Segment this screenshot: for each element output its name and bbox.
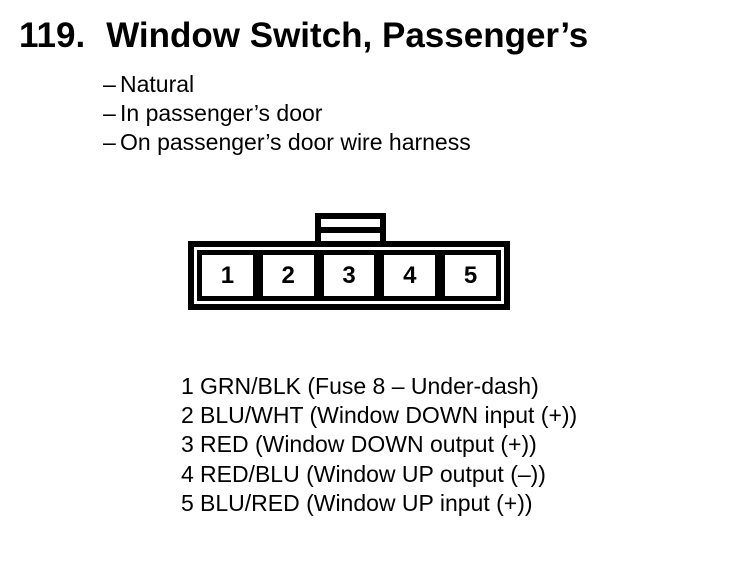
detail-item-color: – Natural bbox=[103, 70, 471, 99]
pin-number: 4 bbox=[181, 460, 194, 487]
pin-description: BLU/WHT (Window DOWN input (+)) bbox=[200, 402, 578, 429]
pinout-row: 1 GRN/BLK (Fuse 8 – Under-dash) bbox=[181, 372, 577, 401]
detail-text: In passenger’s door bbox=[120, 100, 323, 126]
connector-diagram: 1 2 3 4 5 bbox=[188, 213, 510, 310]
pin-cell-label: 4 bbox=[403, 261, 417, 289]
pinout-row: 4 RED/BLU (Window UP output (–)) bbox=[181, 460, 577, 489]
pin-number: 3 bbox=[181, 431, 194, 458]
connector-body: 1 2 3 4 5 bbox=[188, 241, 510, 310]
pinout-row: 5 BLU/RED (Window UP input (+)) bbox=[181, 489, 577, 518]
pinout-row: 3 RED (Window DOWN output (+)) bbox=[181, 430, 577, 459]
pin-cell-5: 5 bbox=[440, 250, 501, 301]
detail-item-harness: – On passenger’s door wire harness bbox=[103, 128, 471, 157]
pin-description: BLU/RED (Window UP input (+)) bbox=[200, 489, 533, 516]
pin-cell-2: 2 bbox=[257, 250, 319, 301]
latch-bar bbox=[321, 227, 380, 233]
pin-number: 5 bbox=[181, 489, 194, 516]
detail-list: – Natural – In passenger’s door – On pas… bbox=[103, 70, 471, 157]
detail-item-location: – In passenger’s door bbox=[103, 99, 471, 128]
dash-bullet: – bbox=[103, 100, 116, 126]
pin-cell-label: 2 bbox=[281, 261, 295, 289]
dash-bullet: – bbox=[103, 71, 116, 97]
pin-number: 2 bbox=[181, 402, 194, 429]
pin-cell-4: 4 bbox=[379, 250, 441, 301]
pin-cell-label: 3 bbox=[342, 261, 356, 289]
pin-cell-label: 5 bbox=[463, 261, 478, 289]
pin-cell-1: 1 bbox=[197, 250, 258, 301]
section-number: 119. bbox=[19, 16, 86, 55]
dash-bullet: – bbox=[103, 129, 116, 155]
pinout-row: 2 BLU/WHT (Window DOWN input (+)) bbox=[181, 401, 577, 430]
detail-text: Natural bbox=[120, 71, 195, 97]
latch-slot bbox=[321, 219, 380, 227]
pin-description: RED/BLU (Window UP output (–)) bbox=[200, 460, 546, 487]
pin-cell-3: 3 bbox=[318, 250, 380, 301]
pin-number: 1 bbox=[181, 373, 194, 399]
section-title-text: Window Switch, Passenger’s bbox=[106, 16, 589, 55]
pinout-list: 1 GRN/BLK (Fuse 8 – Under-dash) 2 BLU/WH… bbox=[181, 372, 577, 518]
pin-cell-label: 1 bbox=[220, 261, 235, 289]
page-title: 119. Window Switch, Passenger’s bbox=[19, 18, 588, 54]
detail-text: On passenger’s door wire harness bbox=[120, 129, 471, 155]
pin-description: RED (Window DOWN output (+)) bbox=[200, 431, 537, 458]
pin-description: GRN/BLK (Fuse 8 – Under-dash) bbox=[200, 373, 539, 399]
latch-slot bbox=[321, 233, 380, 241]
